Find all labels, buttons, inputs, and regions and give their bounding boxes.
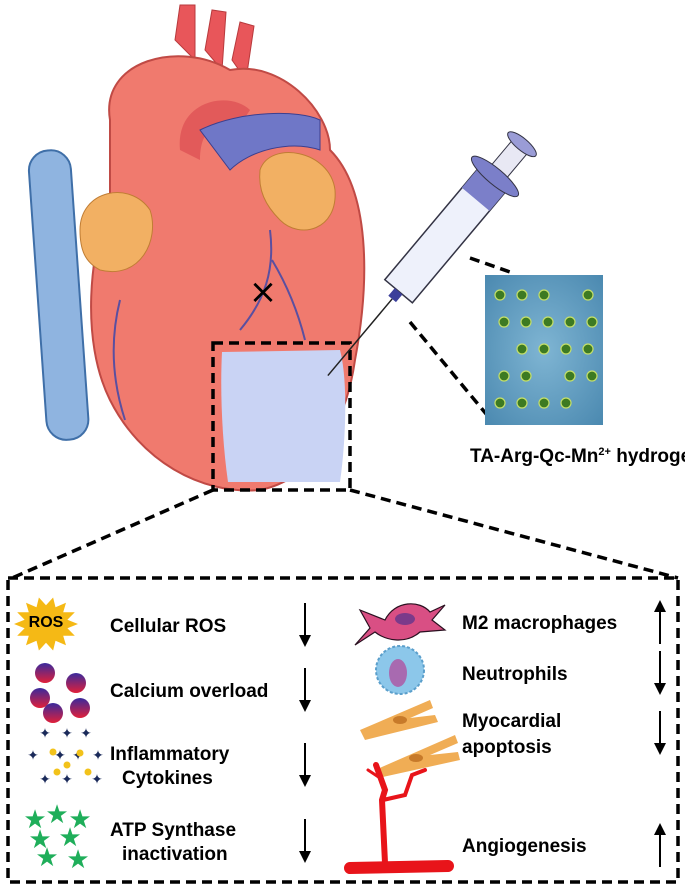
- cardiomyocyte-icon: [360, 700, 460, 778]
- svg-text:✦: ✦: [27, 747, 39, 763]
- svg-text:★: ★: [28, 824, 51, 854]
- svg-text:ROS: ROS: [29, 614, 64, 631]
- calcium-spheres-icon: [30, 663, 90, 723]
- green-stars-icon: ★★★★★★★: [23, 799, 91, 874]
- svg-text:★: ★: [23, 804, 46, 834]
- svg-text:✦: ✦: [91, 771, 103, 787]
- left-effect-label: Calcium overload: [110, 681, 268, 702]
- svg-text:✦: ✦: [80, 725, 92, 741]
- zoom-line-top: [469, 256, 511, 274]
- infarct-zoom-box: [211, 341, 352, 492]
- effects-box: [6, 576, 680, 884]
- arrow-down-icon: [299, 668, 311, 712]
- arrow-down-icon: [299, 743, 311, 787]
- zoom-connector-lines: [11, 488, 679, 580]
- left-atrium: [259, 152, 336, 231]
- left-effect-label: inactivation: [122, 844, 228, 865]
- arrow-down-icon: [299, 819, 311, 863]
- svg-text:★: ★: [58, 822, 81, 852]
- arrow-up-icon: [654, 823, 666, 867]
- left-effect-label: Inflammatory: [110, 744, 230, 765]
- cytokines-icon: ✦✦✦✦✦✦✦✦✦✦: [27, 725, 104, 787]
- left-effect-label: Cytokines: [122, 768, 213, 789]
- right-atrium: [79, 192, 154, 273]
- occlusion-x-mark: ×: [249, 272, 278, 312]
- ros-burst-icon: ROS: [14, 597, 78, 651]
- svg-text:★: ★: [45, 799, 68, 829]
- arrow-down-icon: [654, 651, 666, 695]
- right-effect-label: Neutrophils: [462, 664, 568, 685]
- vena-cava: [27, 149, 90, 441]
- svg-text:✦: ✦: [61, 771, 73, 787]
- svg-text:✦: ✦: [39, 771, 51, 787]
- blood-vessel-icon: [344, 762, 454, 874]
- left-effect-label: Cellular ROS: [110, 616, 226, 637]
- svg-text:✦: ✦: [54, 747, 66, 763]
- arrow-down-icon: [299, 603, 311, 647]
- heart-illustration: ×: [27, 4, 366, 492]
- right-effect-label: apoptosis: [462, 737, 552, 758]
- svg-text:★: ★: [66, 844, 89, 874]
- svg-text:★: ★: [68, 804, 91, 834]
- infarct-patch: [221, 350, 346, 482]
- zoom-line-bottom: [408, 320, 489, 417]
- aortic-arch: [179, 100, 250, 160]
- svg-text:★: ★: [35, 842, 58, 872]
- svg-text:✦: ✦: [92, 747, 104, 763]
- right-effect-label: Myocardial: [462, 711, 561, 732]
- right-effect-label: M2 macrophages: [462, 613, 617, 634]
- syringe-icon: [327, 131, 537, 377]
- hydrogel-label: TA-Arg-Qc-Mn2+ hydrogel: [470, 446, 685, 467]
- neutrophil-icon: [375, 645, 425, 695]
- svg-text:✦: ✦: [39, 725, 51, 741]
- arrow-up-icon: [654, 600, 666, 644]
- pulmonary-artery: [199, 112, 321, 171]
- left-effect-label: ATP Synthase: [110, 820, 236, 841]
- coronary-vessels: [112, 229, 306, 421]
- arrow-down-icon: [654, 711, 666, 755]
- macrophage-icon: [354, 603, 447, 646]
- svg-text:✦: ✦: [61, 725, 73, 741]
- right-effect-label: Angiogenesis: [462, 836, 587, 857]
- hydrogel-image: [485, 275, 603, 425]
